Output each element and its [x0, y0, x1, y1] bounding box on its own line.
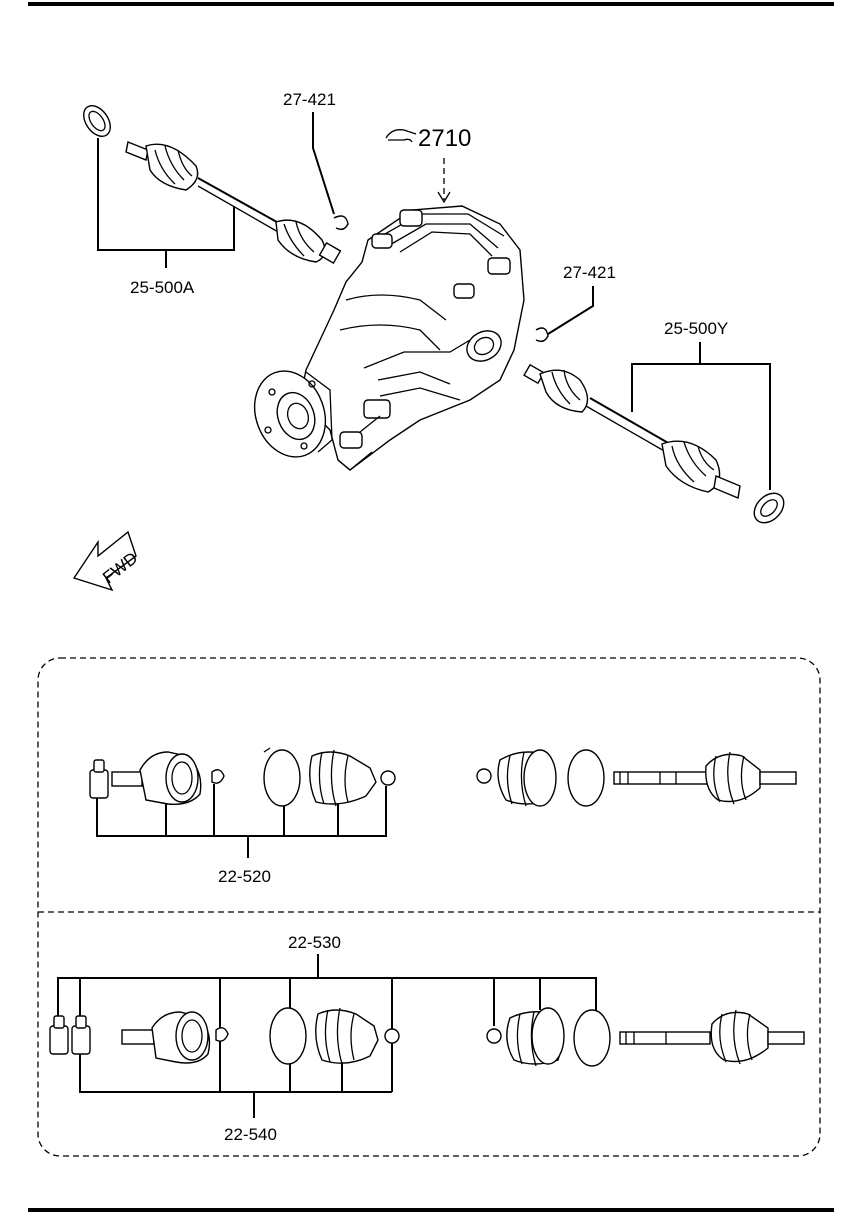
hand-pointer-icon — [385, 129, 417, 143]
inner-kit-label: 22-520 — [218, 867, 271, 886]
differential-housing[interactable] — [243, 205, 525, 471]
right-shaft-label: 25-500Y — [664, 319, 728, 338]
left-shaft-label: 25-500A — [130, 278, 195, 297]
right-drive-shaft[interactable] — [523, 363, 789, 529]
outer-joint-kit-parts[interactable] — [49, 1007, 805, 1067]
reference-number: 2710 — [418, 125, 471, 152]
snap-ring-label-left: 27-421 — [283, 90, 336, 109]
outer-kit-top-label: 22-530 — [288, 933, 341, 952]
ref-pointer — [385, 129, 417, 143]
left-drive-shaft[interactable] — [78, 101, 342, 265]
repair-kit-box — [37, 657, 821, 1157]
snap-ring-left[interactable] — [333, 215, 349, 231]
fwd-arrow-icon: FWD — [72, 530, 141, 592]
outer-kit-bottom-label: 22-540 — [224, 1125, 277, 1144]
inner-joint-kit-parts[interactable] — [89, 747, 396, 807]
outer-joint-assembly-upper[interactable] — [476, 749, 797, 807]
snap-ring-right[interactable] — [535, 327, 549, 343]
snap-ring-label-right: 27-421 — [563, 263, 616, 282]
